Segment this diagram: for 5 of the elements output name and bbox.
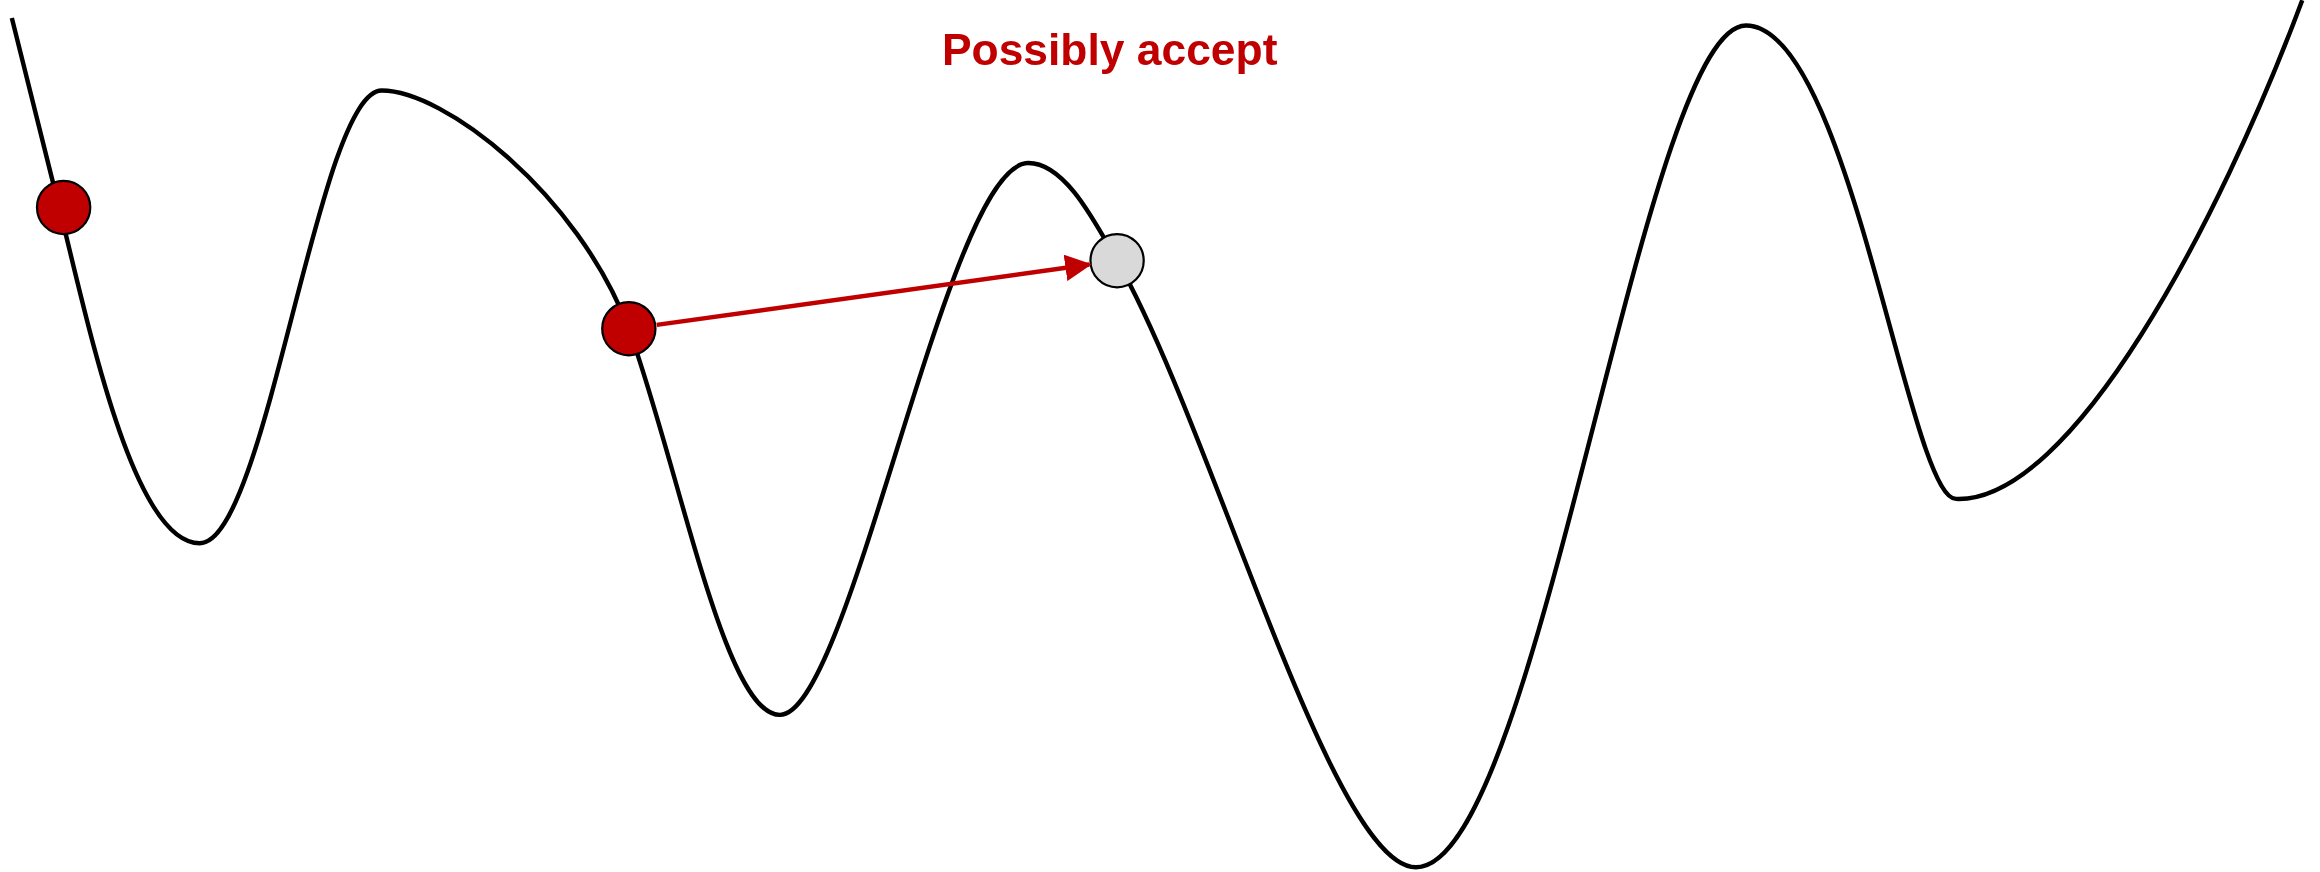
ball (601, 301, 657, 357)
caption-text: Possibly accept (942, 25, 1278, 75)
ball (35, 179, 92, 236)
ball (1089, 232, 1145, 289)
arrow (656, 254, 1092, 328)
